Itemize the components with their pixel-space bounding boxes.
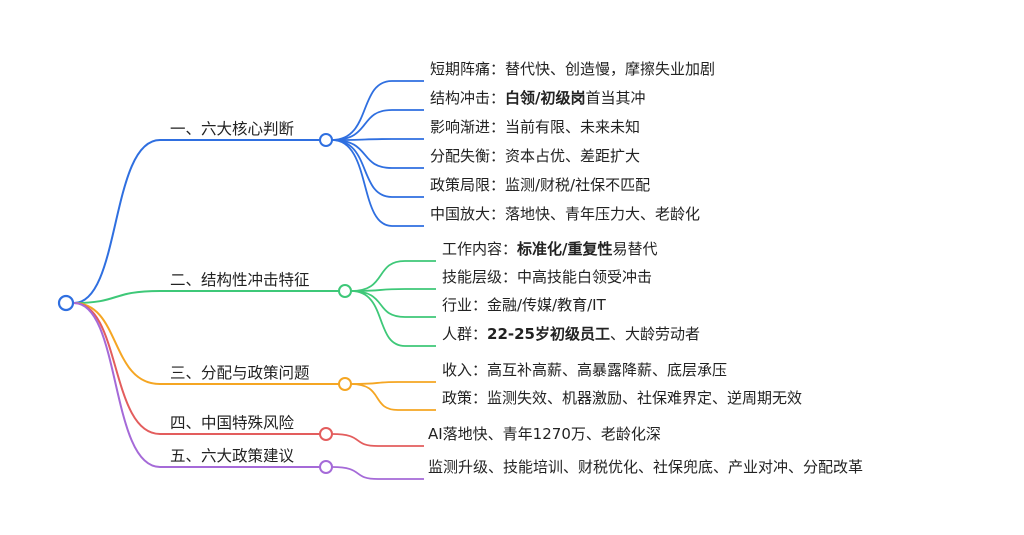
branch-4-leaf-1[interactable]: AI落地快、青年1270万、老龄化深 xyxy=(428,425,661,443)
branch-5-leaf-1[interactable]: 监测升级、技能培训、财税优化、社保兜底、产业对冲、分配改革 xyxy=(428,458,863,476)
branch-5-edge xyxy=(73,302,320,468)
branch-1-leaf-4[interactable]: 分配失衡：资本占优、差距扩大 xyxy=(430,147,640,165)
branch-2-leaf-3[interactable]: 行业：金融/传媒/教育/IT xyxy=(442,296,607,314)
branch-1-leaf-3-edge xyxy=(331,138,424,141)
branch-3-label[interactable]: 三、分配与政策问题 xyxy=(170,364,310,382)
branch-1-node[interactable] xyxy=(319,133,333,147)
branch-3-node[interactable] xyxy=(338,377,352,391)
branch-5-node[interactable] xyxy=(319,460,333,474)
branch-2-leaf-4-edge xyxy=(350,290,436,347)
branch-3-leaf-2-edge xyxy=(350,383,436,411)
branch-1-leaf-2[interactable]: 结构冲击：白领/初级岗首当其冲 xyxy=(430,89,646,107)
branch-2-leaf-4[interactable]: 人群：22-25岁初级员工、大龄劳动者 xyxy=(442,325,700,343)
branch-1-leaf-6[interactable]: 中国放大：落地快、青年压力大、老龄化 xyxy=(430,205,700,223)
branch-1-leaf-4-edge xyxy=(331,139,424,169)
branch-5-label[interactable]: 五、六大政策建议 xyxy=(170,447,295,465)
root-node[interactable] xyxy=(57,294,75,312)
branch-1-leaf-6-edge xyxy=(331,139,424,227)
branch-5-leaf-1-edge xyxy=(331,466,424,480)
branch-4-label[interactable]: 四、中国特殊风险 xyxy=(170,414,295,432)
branch-4-leaf-1-edge xyxy=(331,433,424,447)
branch-3-leaf-2[interactable]: 政策：监测失效、机器激励、社保难界定、逆周期无效 xyxy=(442,389,802,407)
branch-2-leaf-1-edge xyxy=(350,260,436,292)
branch-2-leaf-1[interactable]: 工作内容：标准化/重复性易替代 xyxy=(442,240,658,258)
branch-3-leaf-1-edge xyxy=(350,381,436,385)
branch-2-edge xyxy=(73,290,339,304)
branch-4-node[interactable] xyxy=(319,427,333,441)
branch-1-leaf-1-edge xyxy=(331,80,424,141)
branch-2-leaf-2-edge xyxy=(350,288,436,292)
branch-3-leaf-1[interactable]: 收入：高互补高薪、高暴露降薪、底层承压 xyxy=(442,361,727,379)
branch-1-label[interactable]: 一、六大核心判断 xyxy=(170,120,294,138)
branch-1-leaf-2-edge xyxy=(331,109,424,141)
branch-1-leaf-5[interactable]: 政策局限：监测/财税/社保不匹配 xyxy=(430,176,650,194)
branch-4-edge xyxy=(73,302,320,435)
branch-2-leaf-2[interactable]: 技能层级：中高技能白领受冲击 xyxy=(442,268,652,286)
branch-2-label[interactable]: 二、结构性冲击特征 xyxy=(170,271,310,289)
branch-2-leaf-3-edge xyxy=(350,290,436,318)
branch-1-leaf-1[interactable]: 短期阵痛：替代快、创造慢，摩擦失业加剧 xyxy=(430,60,715,78)
branch-3-edge xyxy=(73,302,339,385)
branch-1-leaf-3[interactable]: 影响渐进：当前有限、未来未知 xyxy=(430,118,640,136)
branch-2-node[interactable] xyxy=(338,284,352,298)
branch-1-edge xyxy=(73,139,320,304)
